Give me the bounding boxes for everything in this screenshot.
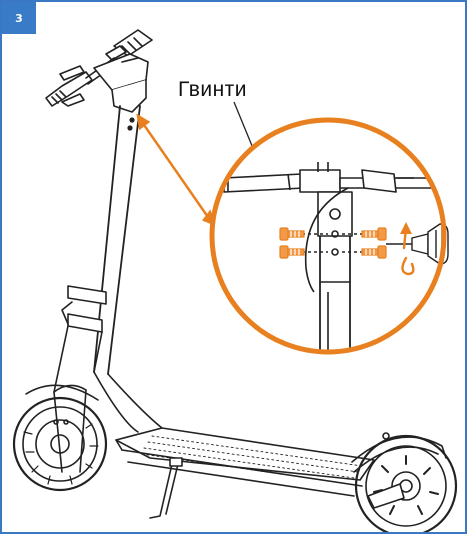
left-grip xyxy=(45,65,93,107)
screws-callout-label: Гвинти xyxy=(178,78,248,101)
electric-scooter-illustration xyxy=(12,29,458,532)
screw-icon xyxy=(361,227,387,259)
screw-icon xyxy=(279,227,305,259)
rotate-arrow-icon xyxy=(400,222,415,276)
zoom-detail-circle xyxy=(209,117,449,355)
right-grip xyxy=(105,29,153,61)
magnifier-link-arrow xyxy=(136,113,217,227)
step-number-badge: 3 xyxy=(2,2,36,34)
